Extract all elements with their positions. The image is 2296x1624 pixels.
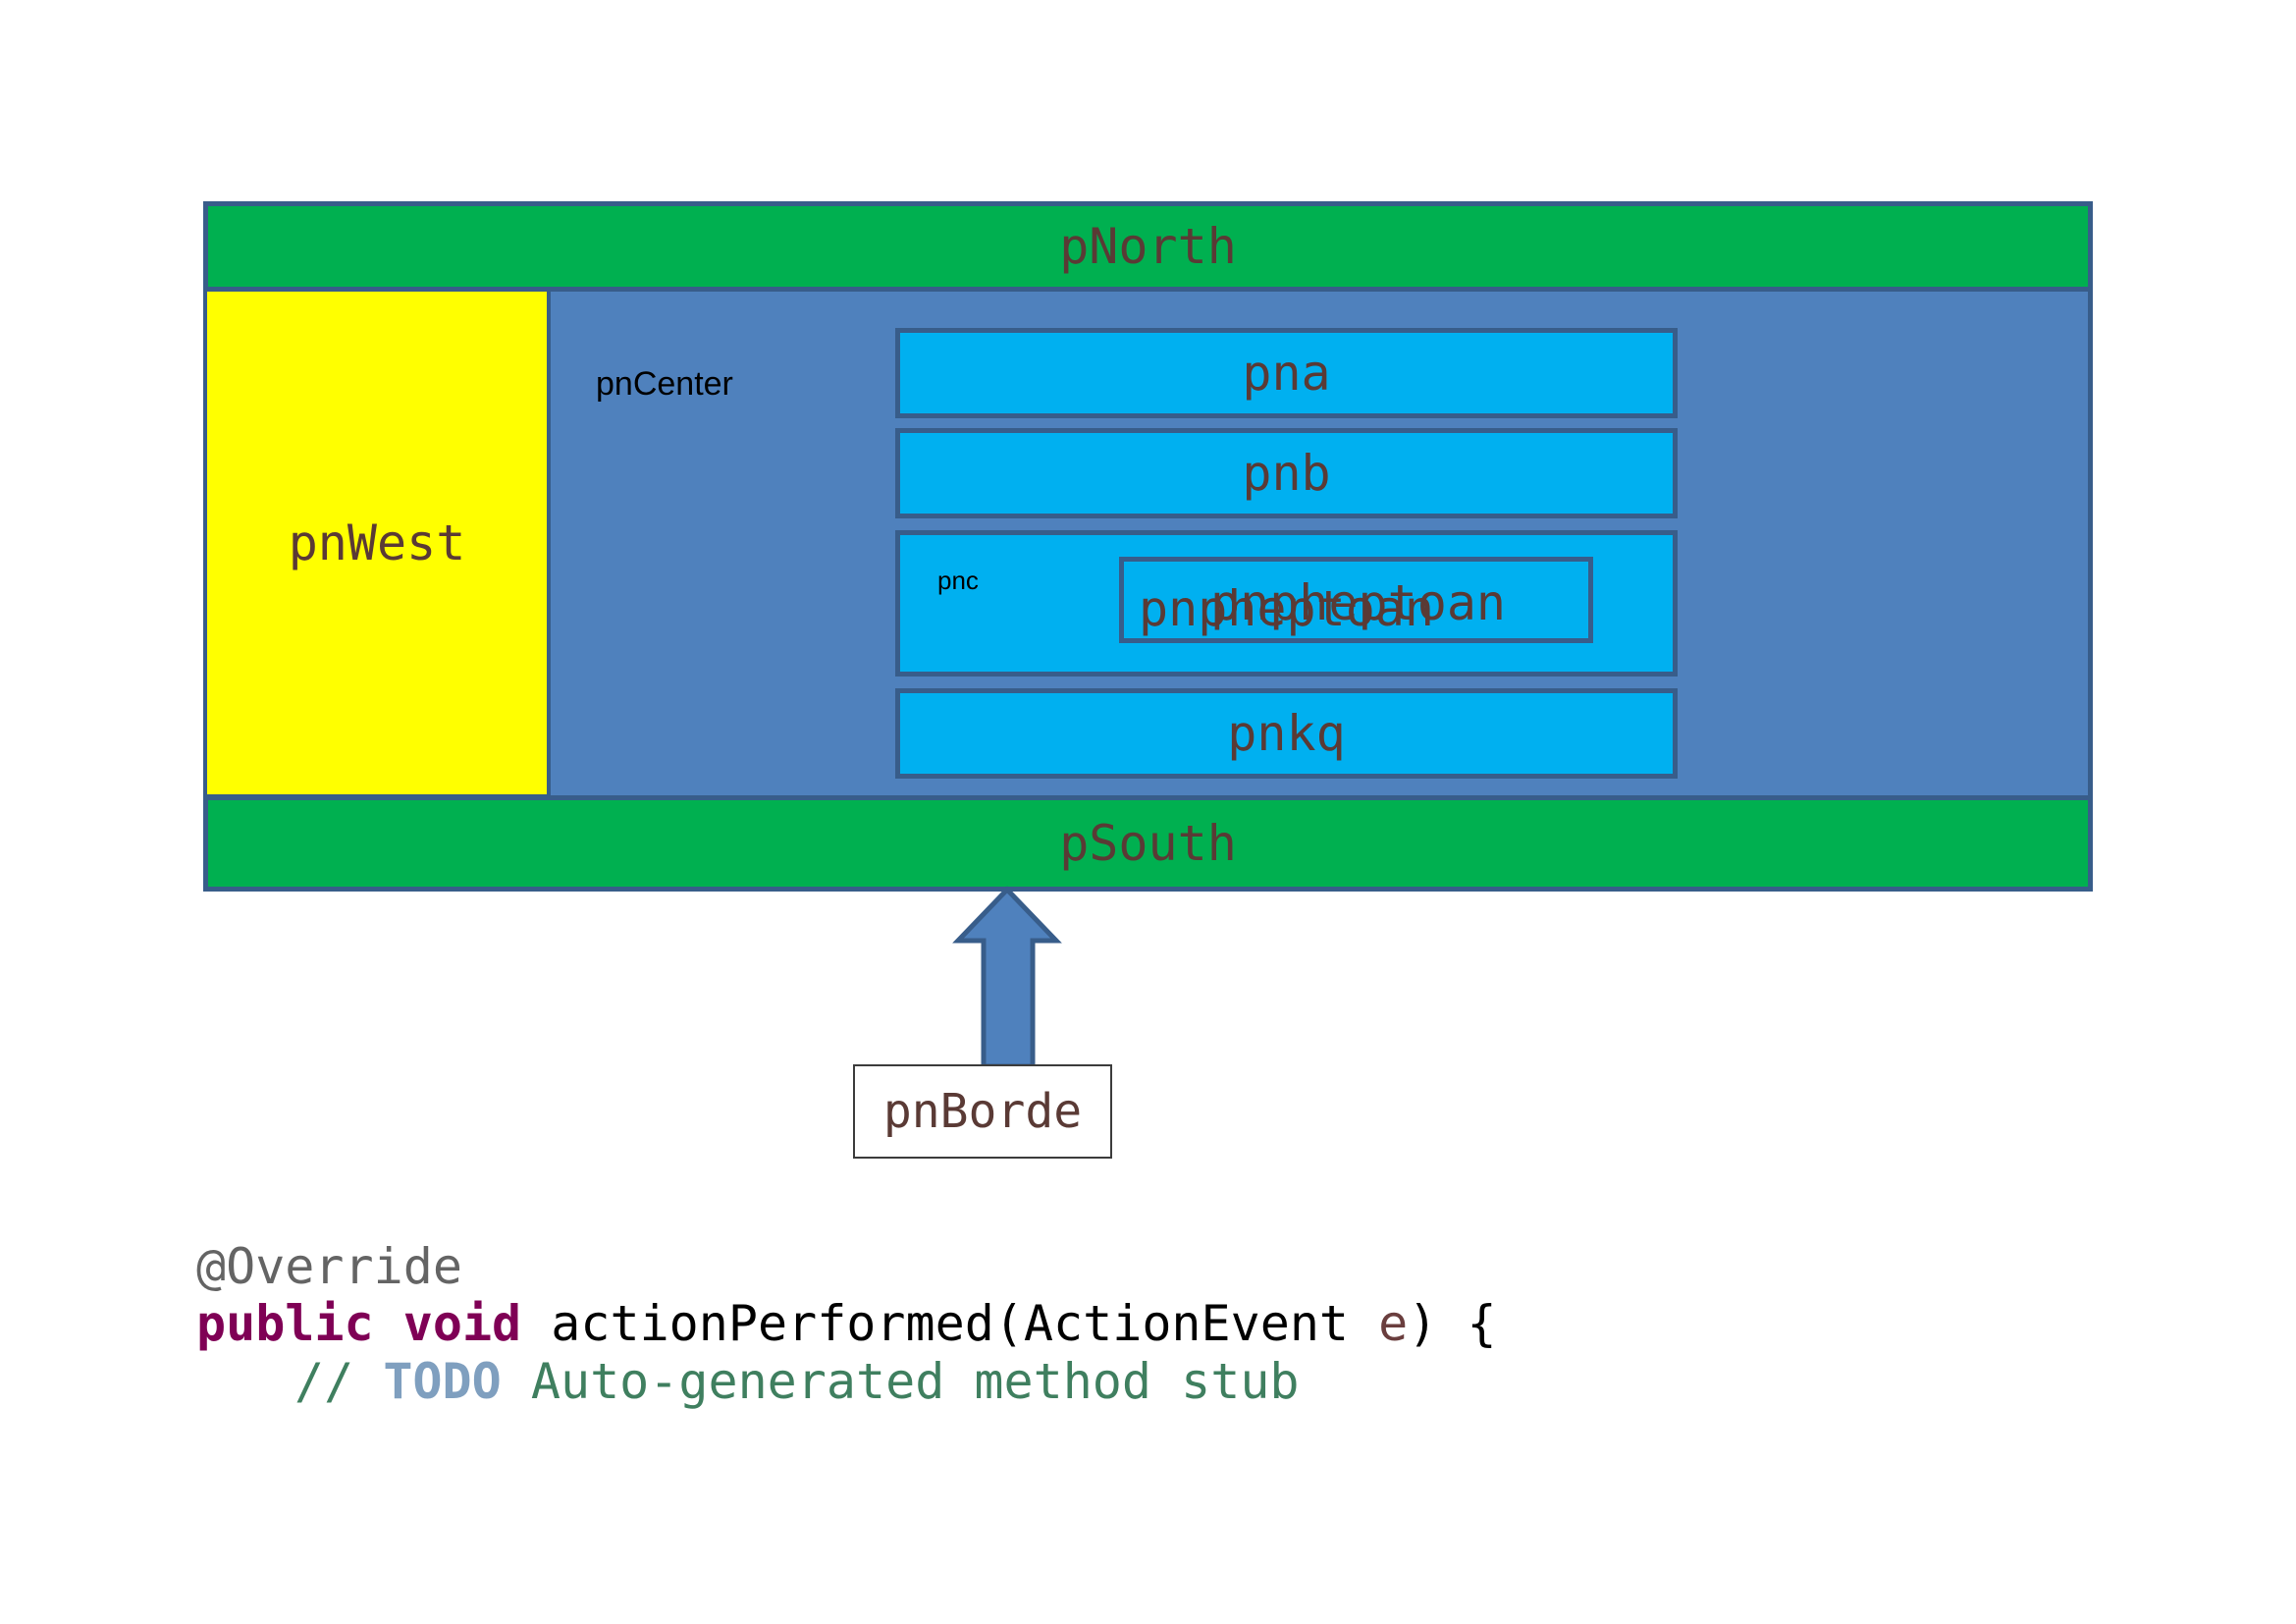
code-param: e [1378, 1295, 1409, 1352]
pnorth-label: pNorth [1059, 218, 1237, 275]
pnb-label: pnb [1242, 445, 1331, 502]
pnb-panel: pnb [895, 428, 1678, 518]
pnborde-callout: pnBorde [853, 1064, 1112, 1159]
pnc-label: pnc [937, 566, 979, 595]
code-keyword-void: void [402, 1295, 522, 1352]
pnorth-panel: pNorth [203, 201, 2093, 292]
code-comment-line: // TODO Auto-generated method stub [294, 1357, 1300, 1406]
pnpheptoan-label-a: pnpheptoan [1210, 574, 1507, 631]
pnborde-label: pnBorde [882, 1084, 1083, 1139]
code-signature-line: public void actionPerformed(ActionEvent … [196, 1299, 1497, 1348]
pnkq-panel: pnkq [895, 688, 1678, 779]
pnwest-label: pnWest [288, 514, 466, 571]
pnpheptoan-label-b: pnpheptoan [1139, 580, 1435, 637]
code-keyword-public: public [196, 1295, 374, 1352]
pna-panel: pna [895, 328, 1678, 418]
code-comment-todo: TODO [383, 1353, 502, 1410]
code-method: actionPerformed(ActionEvent [551, 1295, 1350, 1352]
up-arrow-icon [952, 886, 1062, 1069]
code-annotation: @Override [196, 1238, 462, 1295]
pnc-panel [895, 530, 1678, 677]
code-comment-slashes: // [294, 1353, 354, 1410]
psouth-panel: pSouth [203, 795, 2093, 892]
pna-label: pna [1242, 345, 1331, 402]
psouth-label: pSouth [1059, 815, 1237, 872]
pnkq-label: pnkq [1227, 705, 1346, 762]
code-after-param: ) { [1408, 1295, 1497, 1352]
pnpheptoan-panel [1119, 557, 1593, 643]
code-comment-text: Auto-generated method stub [530, 1353, 1300, 1410]
pnwest-panel: pnWest [203, 288, 551, 798]
pncenter-label: pnCenter [596, 365, 733, 403]
